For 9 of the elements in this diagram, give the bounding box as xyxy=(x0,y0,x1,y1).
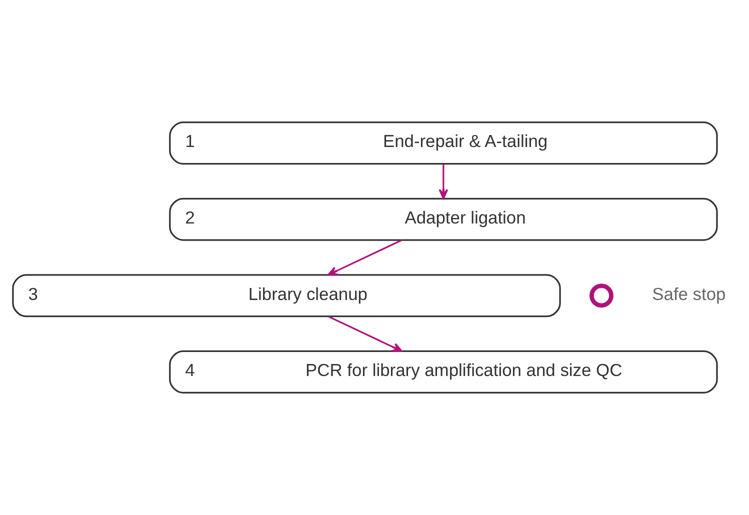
arrow xyxy=(438,164,448,200)
node-box: 1 End-repair & A-tailing xyxy=(169,122,718,165)
arrow xyxy=(328,239,402,276)
node-label: Safe stop xyxy=(652,284,726,304)
arrow xyxy=(328,316,402,352)
node-box: 3 Library cleanup xyxy=(12,274,561,318)
node-box: 2 Adapter ligation xyxy=(169,198,718,241)
node-circle xyxy=(589,284,614,308)
node-box: 4 PCR for library amplification and size QC xyxy=(169,350,718,394)
